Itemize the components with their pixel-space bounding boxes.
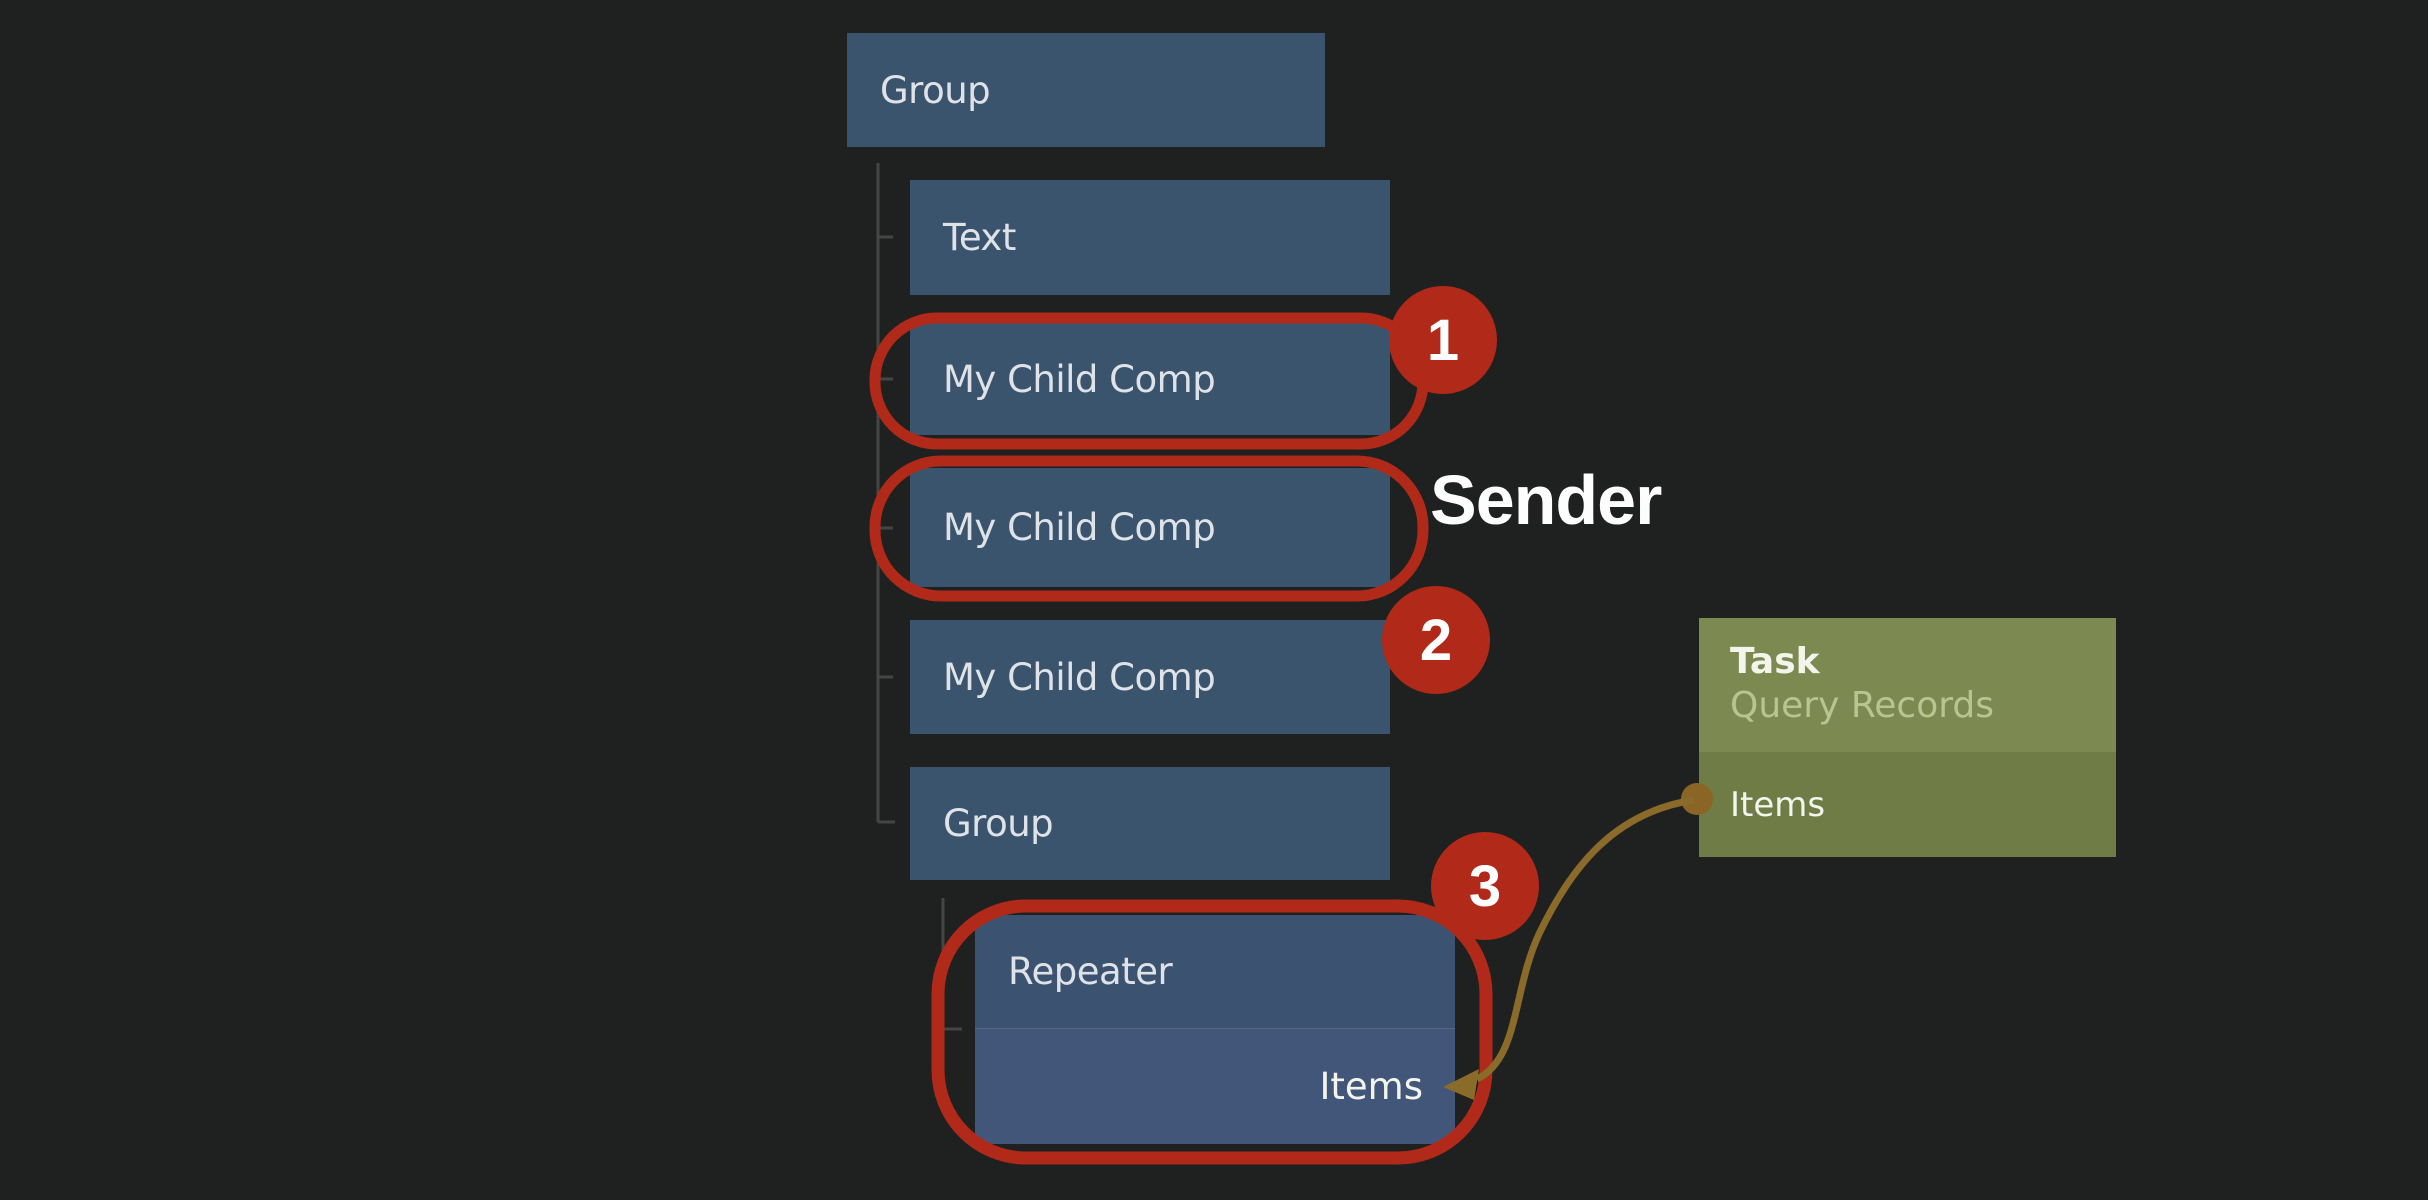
node-label: Group	[943, 802, 1054, 845]
tree-node-group-nested[interactable]: Group	[910, 767, 1390, 880]
task-card[interactable]: Task Query Records Items	[1699, 618, 2116, 857]
badge-number: 3	[1468, 853, 1502, 919]
badge-number: 2	[1419, 607, 1453, 673]
node-label: My Child Comp	[943, 357, 1216, 401]
node-label: My Child Comp	[943, 655, 1216, 699]
repeater-header[interactable]: Repeater	[975, 915, 1455, 1028]
task-items-port[interactable]: Items	[1730, 784, 1826, 825]
sender-label: Sender	[1430, 461, 1662, 539]
connector-port-dot[interactable]	[1681, 783, 1713, 815]
repeater-items-row[interactable]: Items	[975, 1028, 1455, 1144]
node-label: Text	[943, 216, 1016, 259]
tree-node-my-child-comp-1[interactable]: My Child Comp	[910, 323, 1390, 435]
task-subtitle: Query Records	[1730, 685, 1994, 726]
tree-node-my-child-comp-3[interactable]: My Child Comp	[910, 620, 1390, 734]
annotation-badge-2: 2	[1382, 586, 1490, 694]
tree-node-repeater[interactable]: Repeater Items	[975, 915, 1455, 1144]
task-card-header: Task Query Records	[1699, 618, 2116, 752]
node-label: Group	[880, 68, 991, 112]
tree-node-group-root[interactable]: Group	[847, 33, 1325, 147]
task-card-body: Items	[1699, 752, 2116, 857]
annotation-badge-3: 3	[1431, 832, 1539, 940]
node-label: Repeater	[1008, 950, 1173, 993]
repeater-items-port[interactable]: Items	[1319, 1065, 1423, 1108]
node-label: My Child Comp	[943, 506, 1216, 549]
badge-number: 1	[1426, 307, 1460, 373]
task-title: Task	[1730, 641, 1820, 682]
tree-node-my-child-comp-2[interactable]: My Child Comp	[910, 468, 1390, 587]
annotation-badge-1: 1	[1389, 286, 1497, 394]
tree-node-text[interactable]: Text	[910, 180, 1390, 295]
